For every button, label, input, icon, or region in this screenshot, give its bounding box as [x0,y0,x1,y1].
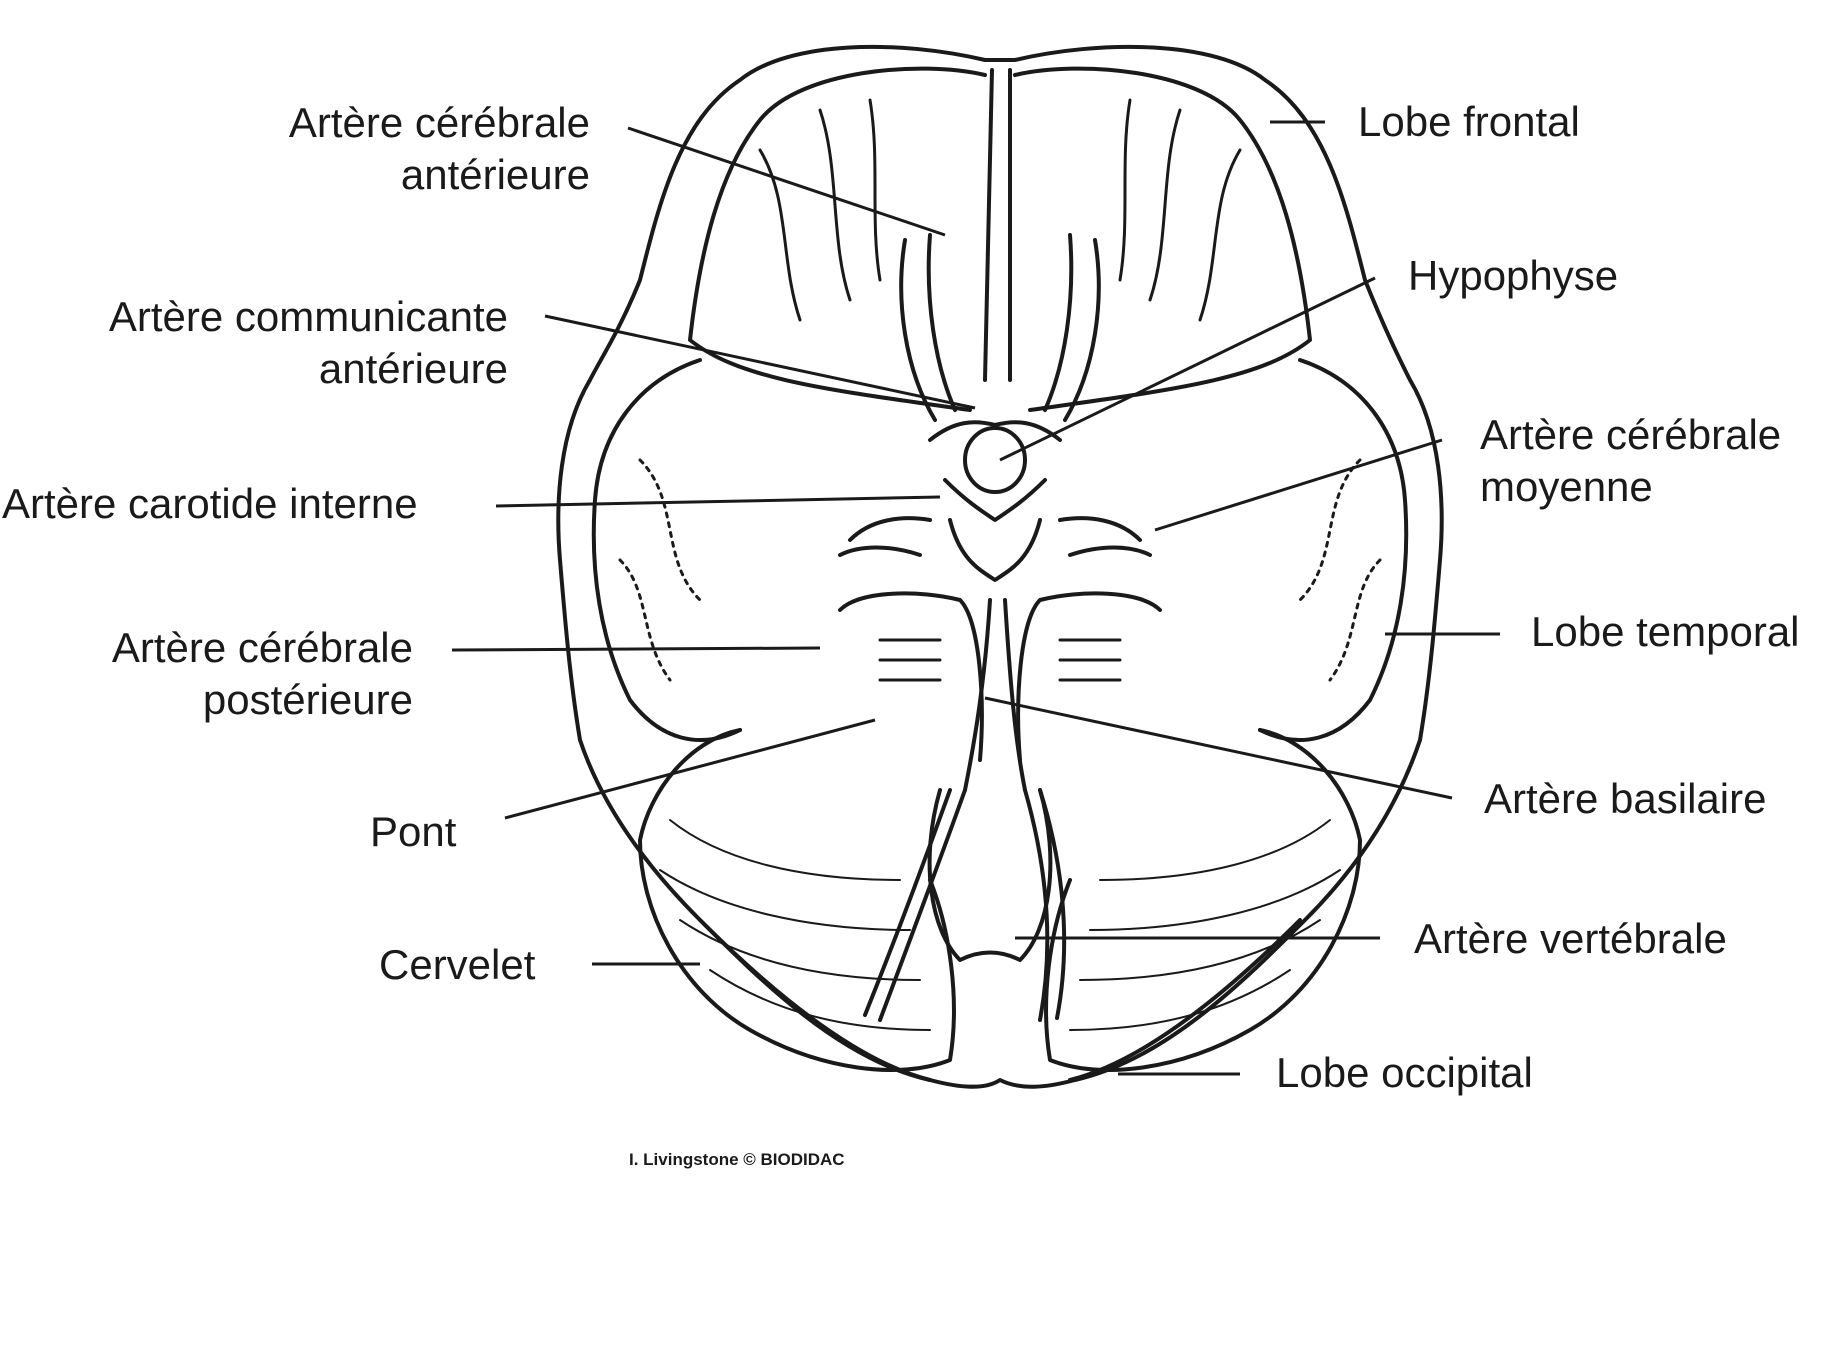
label-lobe-frontal: Lobe frontal [1358,98,1580,145]
label-hypophyse: Hypophyse [1408,252,1619,299]
label-arteria-basilaire: Artère basilaire [1484,775,1767,822]
label-line-2: postérieure [202,676,413,723]
brain-outline [556,44,1444,1089]
olfactory-tract-right [1043,233,1101,422]
label-cervelet: Cervelet [379,941,536,988]
label-line-1: Artère cérébrale [111,624,413,671]
leader-arteria-cerebrale-posterieure [451,646,821,652]
label-pont: Pont [370,808,457,855]
leader-arteria-cerebrale-anterieure [627,126,946,237]
credit-text: I. Livingstone © BIODIDAC [629,1150,845,1169]
label-arteria-carotide-interne: Artère carotide interne [2,480,418,527]
pons-shape [838,591,1162,762]
label-arteria-cerebrale-moyenne: Artère cérébrale moyenne [1480,409,1781,513]
leader-pont [504,718,876,820]
leader-arteria-communicante-anterieure [544,314,976,410]
label-lobe-occipital: Lobe occipital [1276,1049,1533,1096]
leader-hypophyse [999,276,1376,462]
temporal-lobe-right [1258,358,1409,742]
temporal-lobe-left [591,358,742,742]
optic-chiasm [928,420,1062,522]
label-arteria-cerebrale-anterieure: Artère cérébrale antérieure [200,97,590,201]
label-lobe-temporal: Lobe temporal [1531,608,1800,655]
cerebellum-left [638,728,956,1072]
leader-arteria-carotide-interne [495,495,941,508]
label-arteria-cerebrale-posterieure: Artère cérébrale postérieure [40,622,413,726]
leader-arteria-cerebrale-moyenne [1154,438,1443,532]
label-line-2: antérieure [400,151,590,198]
longitudinal-fissure [983,68,1013,382]
leader-arteria-basilaire [984,696,1453,800]
hypophysis-shape [963,426,1027,494]
label-line-1: Artère cérébrale [1480,411,1782,458]
label-line-2: moyenne [1480,463,1653,510]
olfactory-tract-left [899,233,957,422]
basilar-artery-shape [963,598,1027,792]
vertebral-artery-left [863,788,967,1022]
label-line-2: antérieure [318,345,508,392]
label-arteria-communicante-anterieure: Artère communicante antérieure [40,291,508,395]
label-arteria-vertebrale: Artère vertébrale [1414,915,1727,962]
frontal-lobe-right [1013,66,1312,412]
label-line-1: Artère communicante [108,293,508,340]
label-line-1: Artère cérébrale [288,99,590,146]
frontal-lobe-left [688,66,987,412]
cerebellum-right [1044,728,1362,1072]
